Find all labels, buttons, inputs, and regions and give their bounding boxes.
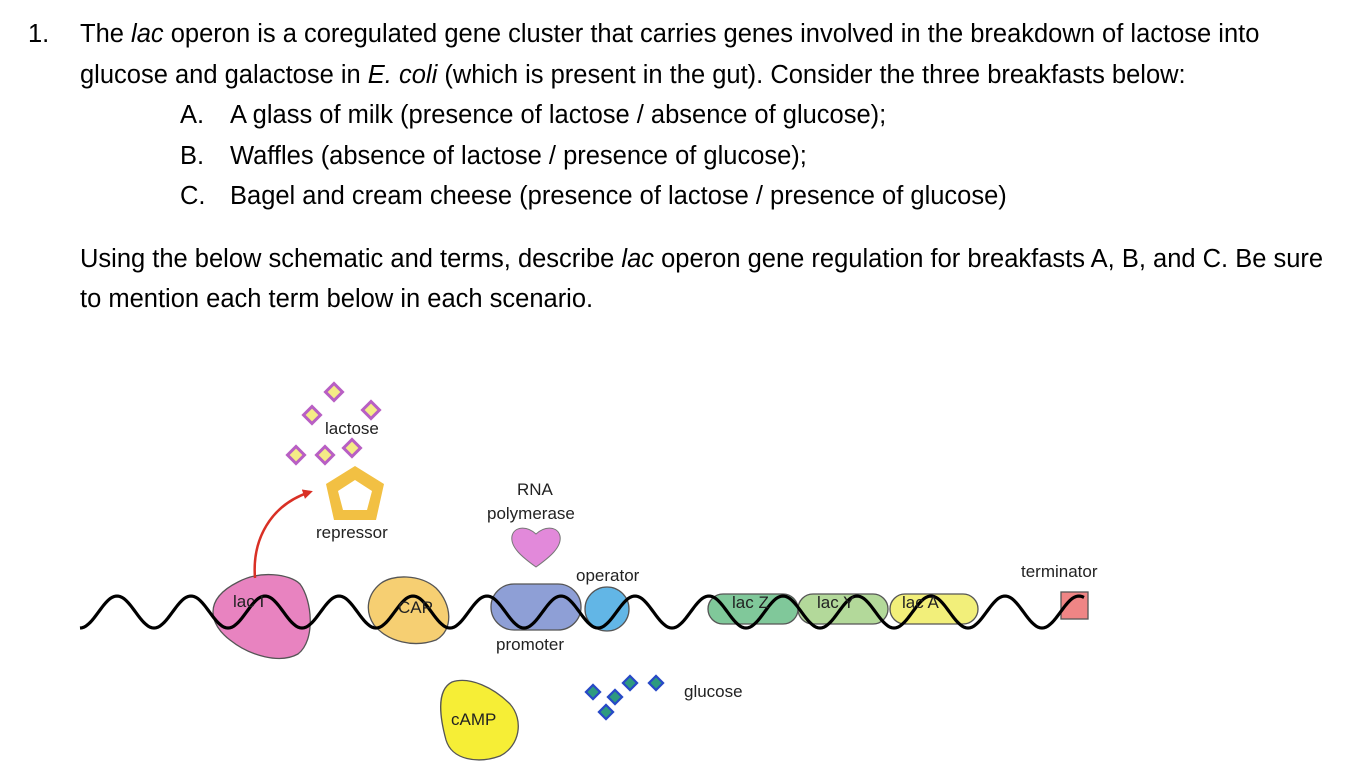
- lactose-diamond: [360, 399, 382, 421]
- lac-a-label: lac A: [902, 593, 940, 612]
- intro-text-3: (which is present in the gut). Consider …: [437, 60, 1186, 89]
- lactose-diamond: [301, 404, 323, 426]
- dna-strand: [79, 594, 1085, 630]
- breakfast-item-a: A. A glass of milk (presence of lactose /…: [180, 95, 1338, 136]
- breakfast-list: A. A glass of milk (presence of lactose /…: [80, 95, 1338, 217]
- intro-lac-italic: lac: [131, 20, 164, 48]
- question-number: 1.: [28, 20, 50, 48]
- glucose-molecules: [584, 674, 665, 721]
- lactose-diamond: [323, 381, 345, 403]
- question-block: 1. The lac operon is a coregulated gene …: [28, 14, 1338, 320]
- breakfast-item-b: B. Waffles (absence of lactose / presence…: [180, 136, 1338, 177]
- breakfast-letter: A.: [180, 101, 205, 129]
- cap-label: CAP: [398, 598, 433, 617]
- operator-box: [584, 586, 630, 632]
- camp-label: cAMP: [451, 710, 496, 729]
- repressor-label: repressor: [316, 523, 388, 542]
- intro-text-1: The: [80, 20, 132, 48]
- lactose-diamond: [285, 444, 307, 466]
- question-body: The lac operon is a coregulated gene clu…: [80, 14, 1338, 320]
- lac-z-label: lac Z: [732, 593, 769, 612]
- lac-a-box: [889, 593, 979, 625]
- rna-polymerase-label-line1: RNA: [517, 480, 554, 499]
- glucose-diamond: [606, 688, 624, 706]
- camp-molecule: [440, 679, 519, 761]
- terminator-label: terminator: [1021, 562, 1098, 581]
- breakfast-text: Waffles (absence of lactose / presence o…: [230, 141, 807, 170]
- breakfast-item-c: C. Bagel and cream cheese (presence of la…: [180, 176, 1338, 217]
- breakfast-letter: B.: [180, 141, 205, 170]
- breakfast-letter: C.: [180, 182, 206, 210]
- operator-label: operator: [576, 566, 640, 585]
- instruction-text-2: operon gene regulation for breakfasts A,…: [80, 244, 1324, 314]
- glucose-label: glucose: [684, 682, 743, 701]
- instruction-lac-italic: lac: [621, 244, 655, 273]
- glucose-diamond: [621, 674, 639, 692]
- repressor-protein: [326, 466, 384, 520]
- glucose-diamond: [584, 683, 602, 701]
- glucose-diamond: [597, 703, 615, 721]
- intro-text-2: operon is a coregulated gene cluster tha…: [80, 20, 1260, 89]
- rna-polymerase-label-line2: polymerase: [487, 504, 575, 523]
- lactose-molecules: [285, 381, 382, 466]
- cap-protein: [367, 576, 450, 645]
- breakfast-text: Bagel and cream cheese (presence of lact…: [230, 182, 1007, 210]
- rna-polymerase: [511, 527, 561, 568]
- question-intro: The lac operon is a coregulated gene clu…: [80, 14, 1338, 95]
- lac-i-label: lac I: [233, 592, 264, 611]
- intro-ecoli-italic: E. coli: [367, 60, 438, 89]
- expression-arrow: [253, 489, 313, 579]
- breakfast-text: A glass of milk (presence of lactose / a…: [230, 101, 887, 129]
- promoter-box: [490, 583, 582, 631]
- promoter-label: promoter: [496, 635, 564, 654]
- lac-y-label: lac Y: [817, 593, 855, 612]
- glucose-diamond: [647, 674, 665, 692]
- lac-i-blob: [212, 573, 311, 660]
- lactose-diamond: [341, 437, 363, 459]
- question-instruction: Using the below schematic and terms, des…: [80, 239, 1338, 320]
- lactose-label: lactose: [325, 419, 379, 438]
- lactose-diamond: [314, 444, 336, 466]
- instruction-text-1: Using the below schematic and terms, des…: [80, 244, 622, 273]
